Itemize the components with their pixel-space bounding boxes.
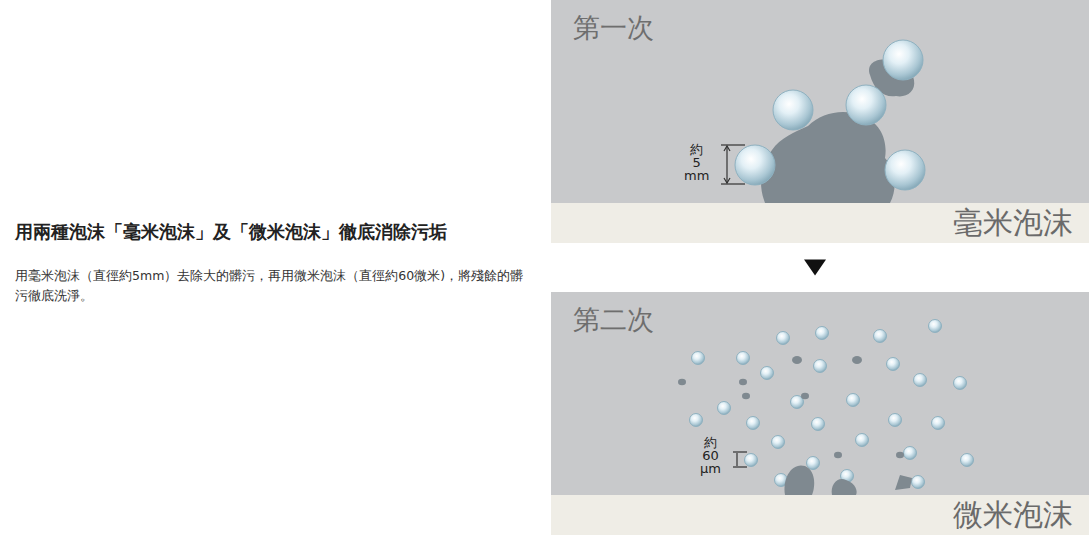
micro-bubble <box>718 402 731 415</box>
dirt-speck <box>834 452 842 458</box>
micro-bubble <box>777 332 790 345</box>
micro-bubble <box>932 417 945 430</box>
dimension-bracket <box>721 145 747 467</box>
dirt-specks <box>678 356 912 495</box>
heading: 用兩種泡沫「毫米泡沫」及「微米泡沫」徹底消除污垢 <box>15 220 540 244</box>
micro-bubble <box>889 414 902 427</box>
dimension-label: 約 5 mm <box>684 143 709 182</box>
micro-bubble <box>954 377 967 390</box>
micro-bubble <box>761 367 774 380</box>
micro-bubble <box>887 358 900 371</box>
panel-ground <box>551 292 1089 495</box>
micro-bubble <box>856 434 869 447</box>
micro-bubble <box>745 454 758 467</box>
step-arrow <box>804 260 826 276</box>
band-ground <box>551 203 1089 243</box>
band-ground <box>551 495 1089 535</box>
dimension-label: 約 60 µm <box>700 436 721 475</box>
micro-bubble <box>690 414 703 427</box>
dirt-speck <box>792 356 802 364</box>
foam-band: 毫米泡沫 <box>551 203 1089 243</box>
dirt-speck <box>801 393 809 399</box>
micro-bubble <box>807 457 820 470</box>
micro-bubble <box>737 352 750 365</box>
micro-bubble <box>772 436 785 449</box>
step-panel: 第二次微米泡沫 <box>551 292 1089 535</box>
dirt-speck <box>852 356 862 364</box>
micro-bubble <box>747 417 760 430</box>
micro-bubbles <box>690 320 974 489</box>
micro-bubble <box>914 374 927 387</box>
dirt-speck <box>739 379 747 385</box>
micro-bubble <box>814 360 827 373</box>
foam-band: 微米泡沫 <box>551 495 1089 535</box>
step-label: 第二次 <box>573 302 654 338</box>
micro-bubble <box>816 327 829 340</box>
millimeter-bubbles <box>735 40 925 190</box>
band-label: 毫米泡沫 <box>953 205 1073 241</box>
band-label: 微米泡沫 <box>953 497 1073 533</box>
dirt-speck <box>742 393 750 399</box>
panel-ground <box>551 0 1089 203</box>
micro-bubble <box>874 330 887 343</box>
step-panel: 第一次毫米泡沫 <box>551 0 1089 243</box>
micro-bubble <box>692 352 705 365</box>
micro-bubble <box>961 454 974 467</box>
description: 用毫米泡沫（直徑約5mm）去除大的髒污，再用微米泡沫（直徑約60微米)，將殘餘的… <box>15 266 530 306</box>
dirt-speck <box>678 379 686 385</box>
micro-bubble <box>904 447 917 460</box>
micro-bubble <box>812 418 825 431</box>
micro-bubble <box>847 394 860 407</box>
micro-bubble <box>929 320 942 333</box>
dirt-speck <box>896 452 904 458</box>
micro-bubble <box>912 476 925 489</box>
step-label: 第一次 <box>573 10 654 46</box>
